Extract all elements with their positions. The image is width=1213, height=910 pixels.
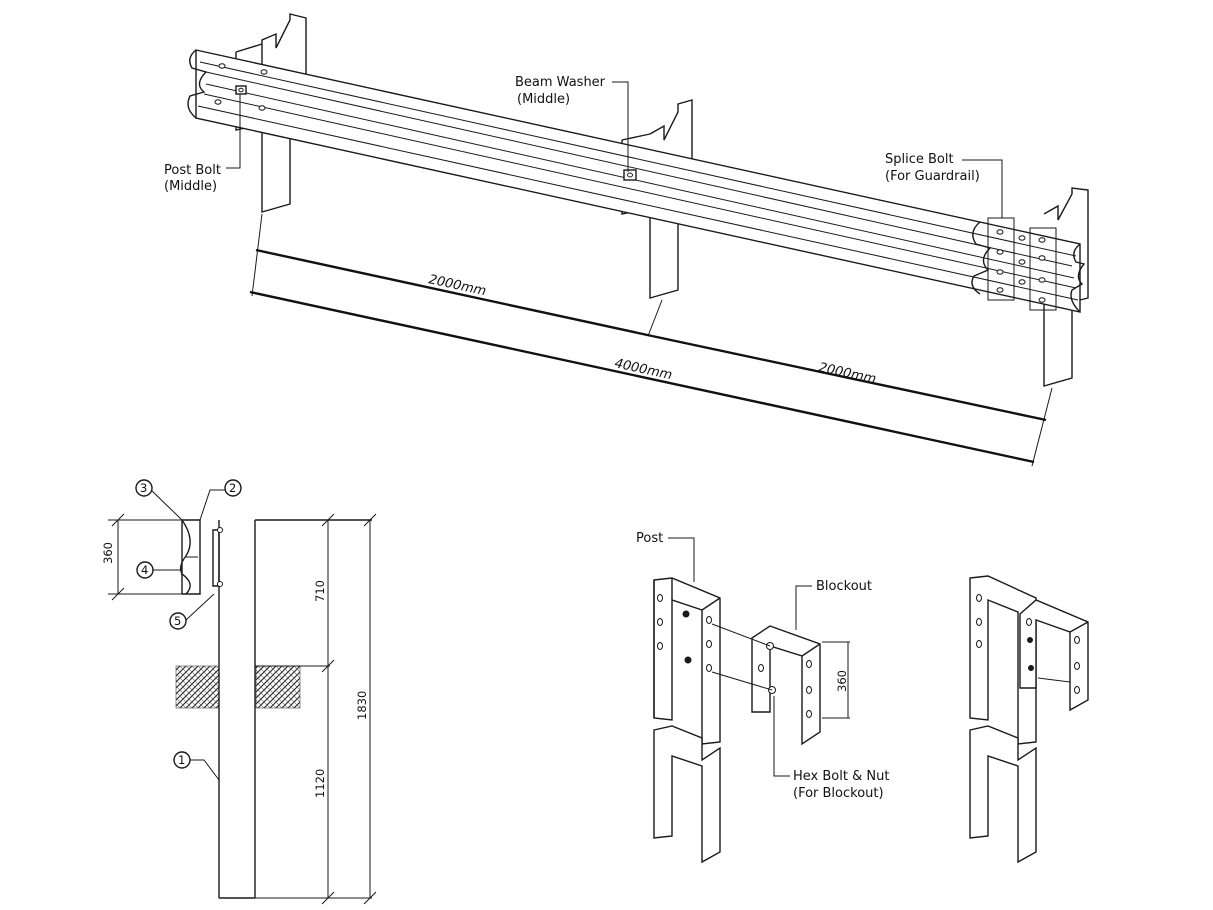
rail-section-profile	[179, 519, 223, 595]
splice-bolt-label: Splice Bolt (For Guardrail)	[885, 152, 980, 184]
blockout-height-dimension: 360	[835, 670, 849, 692]
span-dimensions	[249, 213, 1053, 467]
upper-dimension: 710	[313, 580, 327, 602]
post-leader	[668, 537, 695, 582]
section-view: 360 710 1120 1830 3 2 4 5 1	[101, 479, 377, 905]
ground-hatch-left	[175, 665, 220, 709]
blockout-leader	[795, 585, 812, 630]
balloon-2	[224, 479, 242, 497]
svg-text:5: 5	[174, 614, 181, 628]
post-label: Post	[636, 531, 663, 546]
span-total-dimension: 4000mm	[613, 356, 673, 383]
total-dimension: 1830	[355, 691, 369, 720]
beam-washer-label: Beam Washer (Middle)	[515, 75, 609, 107]
svg-text:2: 2	[229, 481, 236, 495]
callout-leaders	[226, 81, 1003, 218]
post-lower	[653, 725, 721, 864]
balloon-1	[173, 751, 191, 769]
assembled-post-blockout	[969, 575, 1089, 864]
lower-dimension: 1120	[313, 769, 327, 798]
section-dimensions	[108, 513, 377, 905]
post-upper	[653, 577, 721, 745]
rail-height-dimension: 360	[101, 542, 115, 564]
guardrail-isometric-view: Post Bolt (Middle) Beam Washer (Middle) …	[164, 13, 1089, 467]
post-blockout-exploded-view: 360 Post Blockout Hex Bolt & Nut (For Bl…	[636, 531, 894, 864]
hex-bolt-label: Hex Bolt & Nut (For Blockout)	[793, 769, 894, 801]
balloon-5	[169, 612, 187, 630]
part-balloons: 3 2 4 5 1	[135, 479, 242, 781]
blockout-label: Blockout	[816, 579, 872, 594]
span-left-dimension: 2000mm	[427, 272, 487, 299]
hex-bolt-leader	[773, 696, 790, 777]
post-bolt-label: Post Bolt (Middle)	[164, 163, 225, 194]
rail-bolt-holes	[214, 63, 637, 181]
svg-text:4: 4	[141, 563, 148, 577]
balloon-3	[135, 479, 153, 497]
bolt-alignment-lines	[711, 623, 773, 691]
svg-text:3: 3	[140, 481, 147, 495]
blockout	[751, 625, 821, 746]
w-beam-rail	[187, 49, 1086, 313]
ground-hatch-right	[255, 665, 301, 709]
splice-bolt-group	[987, 217, 1057, 311]
svg-text:1: 1	[178, 753, 185, 767]
blockout-dimension-line	[822, 641, 850, 719]
span-right-dimension: 2000mm	[817, 360, 877, 387]
balloon-4	[136, 561, 154, 579]
post-section	[218, 520, 256, 899]
